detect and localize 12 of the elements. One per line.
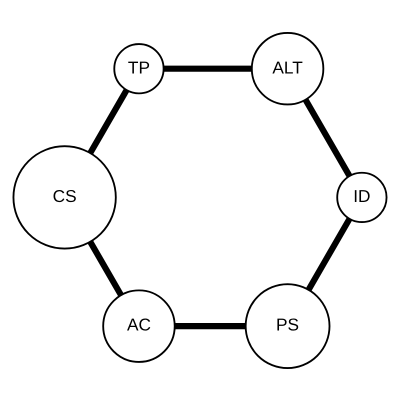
node-circle: AC bbox=[102, 288, 176, 362]
connector bbox=[88, 240, 124, 296]
node-circle: PS bbox=[244, 282, 330, 368]
node-circle: CS bbox=[12, 144, 117, 250]
node-circle: ID bbox=[336, 171, 388, 222]
node-circle: TP bbox=[113, 42, 165, 94]
connector bbox=[88, 88, 130, 154]
connector bbox=[302, 98, 352, 177]
connector bbox=[175, 322, 246, 329]
node-circle: ALT bbox=[250, 32, 324, 105]
connector bbox=[164, 65, 252, 72]
connector bbox=[306, 217, 352, 291]
